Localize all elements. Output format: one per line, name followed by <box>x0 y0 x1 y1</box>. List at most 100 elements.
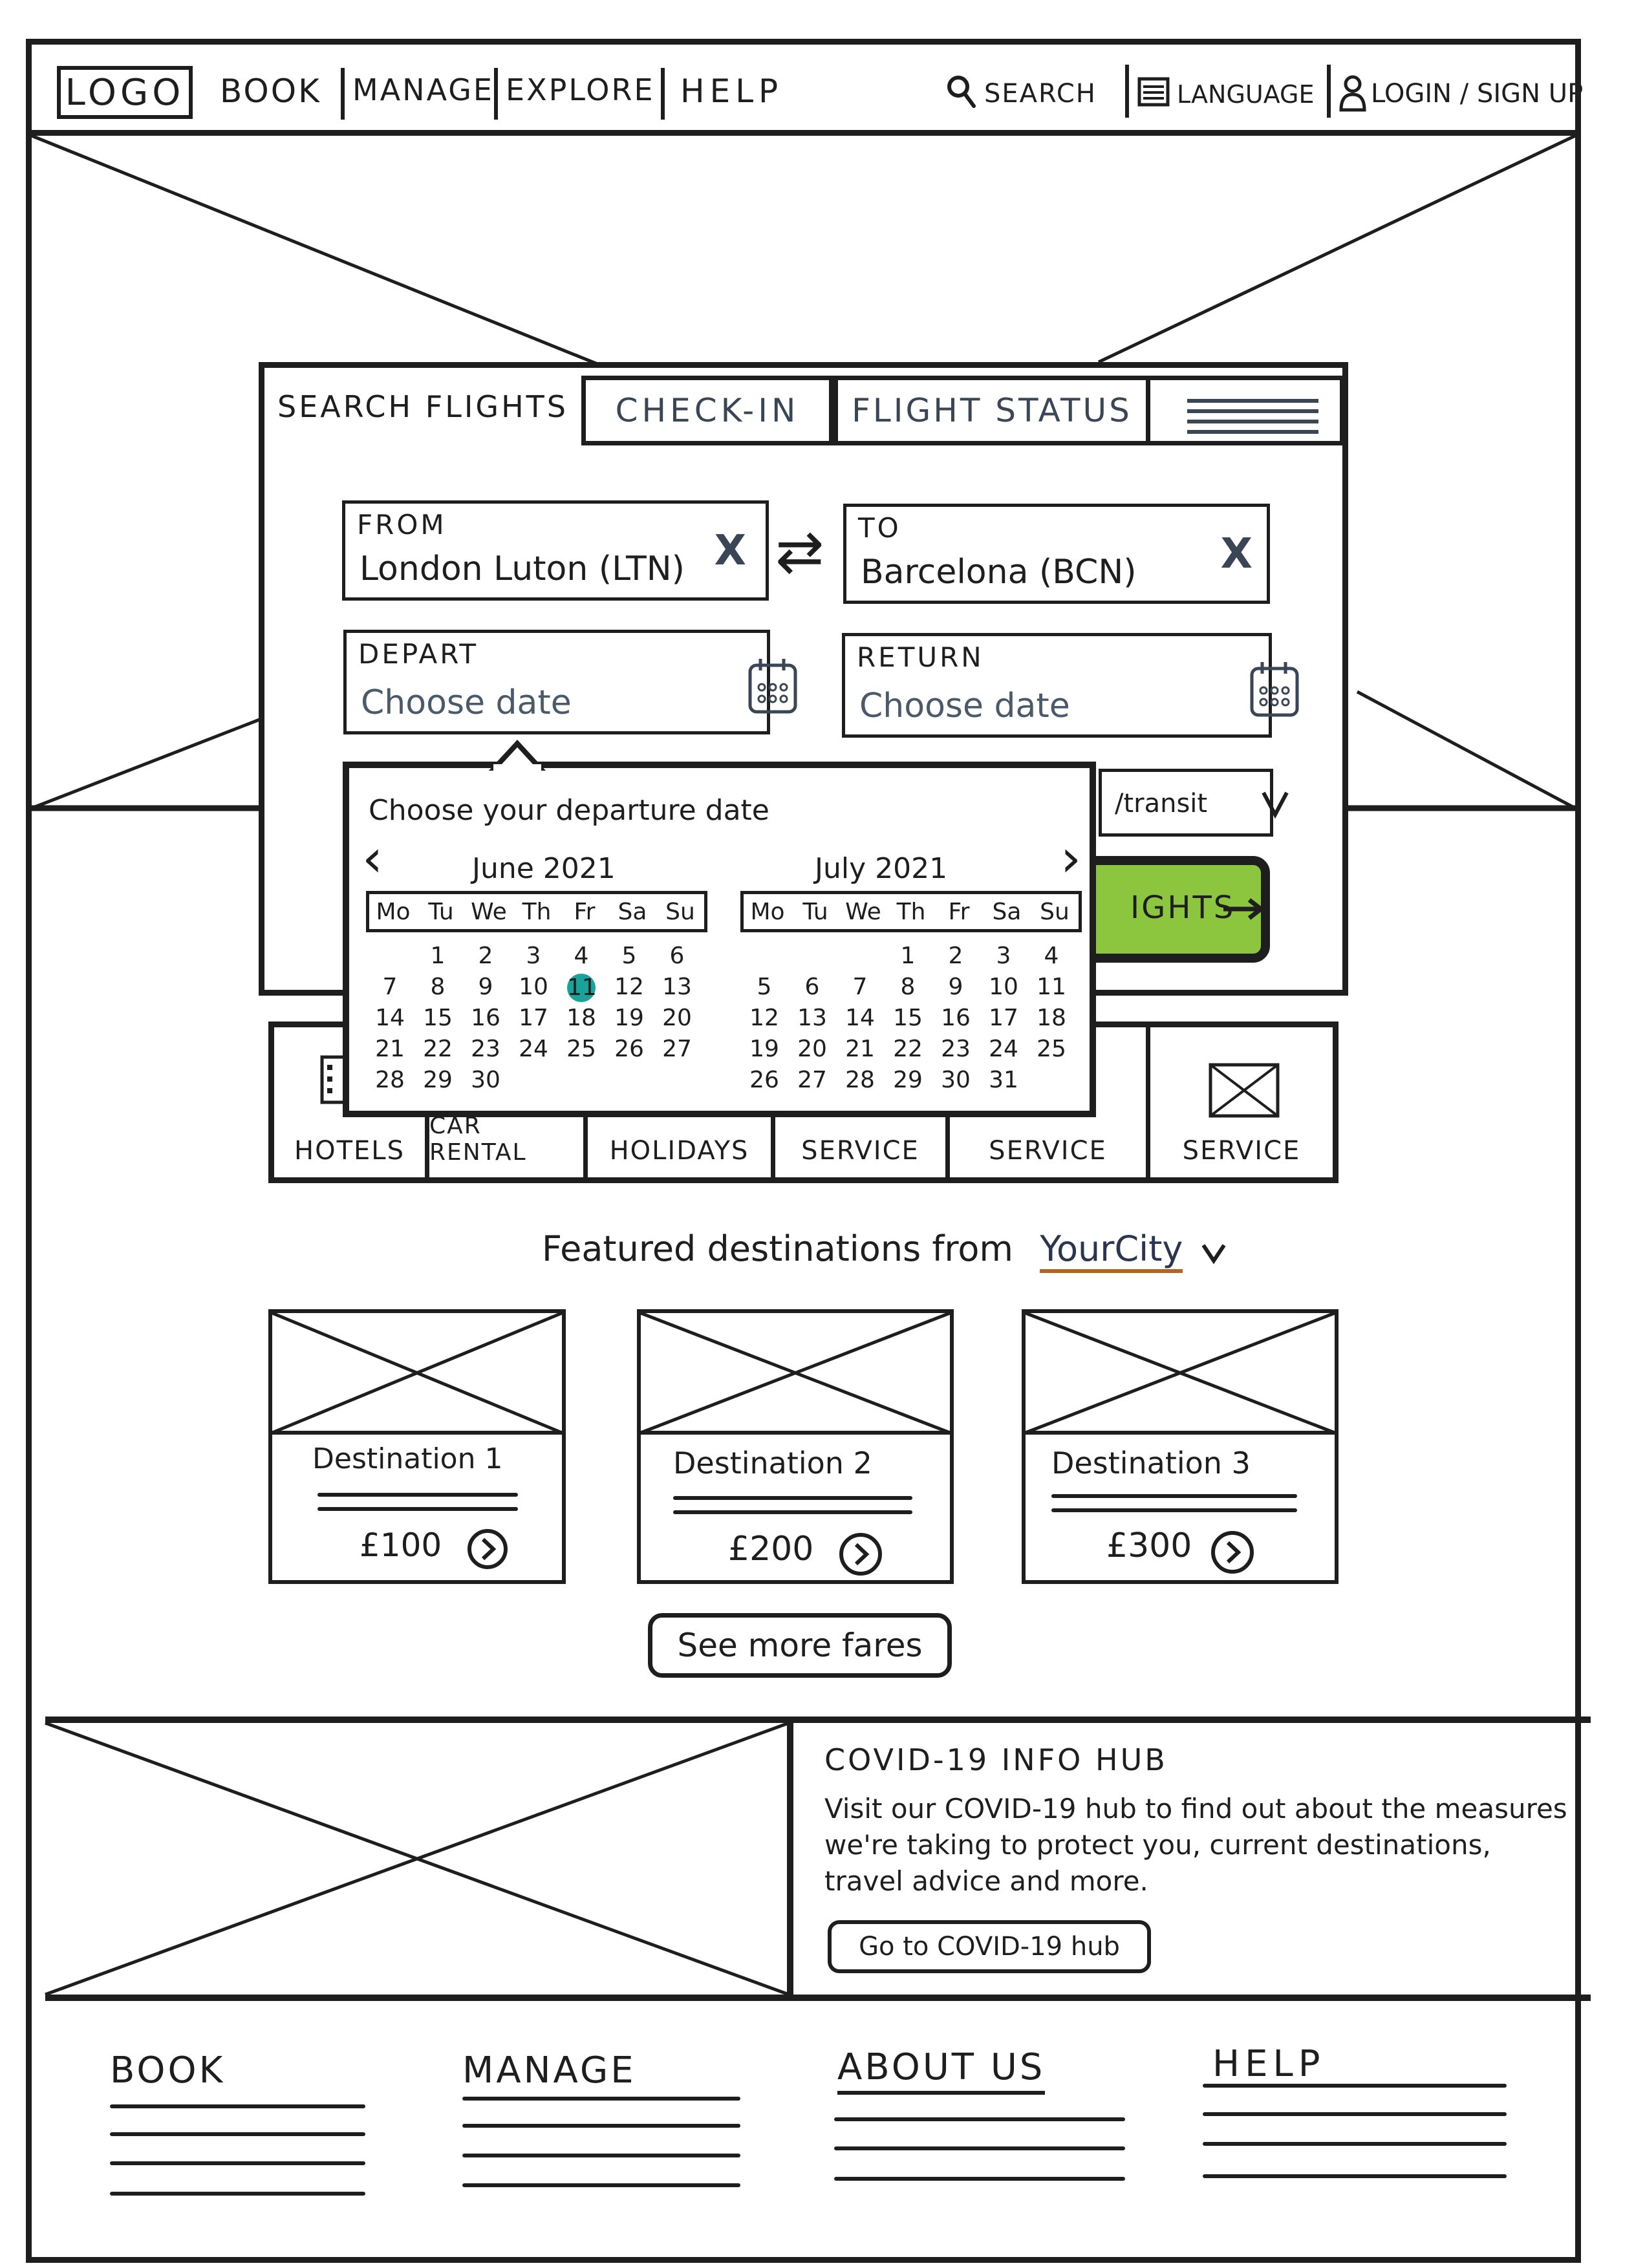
calendar-day[interactable]: 10 <box>989 974 1018 1000</box>
calendar-day[interactable]: 18 <box>566 1005 596 1031</box>
calendar-day[interactable]: 13 <box>662 974 692 1000</box>
calendar-day[interactable]: 18 <box>1037 1005 1066 1031</box>
chevron-left-icon[interactable]: ‹ <box>362 828 383 888</box>
footer-link[interactable] <box>1203 2142 1507 2146</box>
calendar-day[interactable]: 28 <box>375 1067 405 1093</box>
footer-link[interactable] <box>462 2124 740 2128</box>
calendar-day[interactable]: 19 <box>749 1036 779 1062</box>
calendar-day[interactable]: 9 <box>948 974 963 1000</box>
footer-link[interactable] <box>110 2161 365 2165</box>
calendar-day[interactable]: 1 <box>900 943 916 969</box>
calendar-day[interactable]: 12 <box>749 1005 779 1031</box>
calendar-day[interactable]: 20 <box>662 1005 692 1031</box>
calendar-day[interactable]: 14 <box>845 1005 875 1031</box>
calendar-day[interactable]: 31 <box>989 1067 1018 1093</box>
tab-search-flights[interactable]: SEARCH FLIGHTS <box>277 389 568 424</box>
calendar-day[interactable]: 14 <box>375 1005 405 1031</box>
logo[interactable]: LOGO <box>57 66 193 119</box>
calendar-day[interactable]: 6 <box>804 974 820 1000</box>
calendar-day[interactable]: 2 <box>948 943 963 969</box>
calendar-day[interactable]: 25 <box>1037 1036 1066 1062</box>
footer-link[interactable] <box>834 2177 1125 2181</box>
calendar-day[interactable]: 19 <box>614 1005 644 1031</box>
footer-link[interactable] <box>110 2104 365 2108</box>
calendar-day[interactable]: 1 <box>430 943 446 969</box>
footer-link[interactable] <box>1203 2084 1507 2088</box>
calendar-day[interactable]: 15 <box>423 1005 453 1031</box>
from-field[interactable]: FROM London Luton (LTN) X <box>342 500 769 601</box>
depart-field[interactable]: DEPART Choose date <box>343 630 797 734</box>
chevron-right-icon[interactable]: › <box>1060 828 1081 888</box>
footer-link[interactable] <box>462 2097 740 2101</box>
calendar-day[interactable]: 5 <box>757 974 772 1000</box>
calendar-day[interactable]: 23 <box>941 1036 971 1062</box>
calendar-day[interactable]: 7 <box>382 974 398 1000</box>
calendar-day[interactable]: 28 <box>845 1067 875 1093</box>
footer-link[interactable] <box>1203 2174 1507 2178</box>
footer-link[interactable] <box>834 2146 1125 2150</box>
nav-help[interactable]: HELP <box>680 72 784 110</box>
calendar-day[interactable]: 26 <box>749 1067 779 1093</box>
footer-link[interactable] <box>1203 2112 1507 2116</box>
calendar-day[interactable]: 4 <box>1044 943 1059 969</box>
calendar-day[interactable]: 8 <box>900 974 916 1000</box>
destination-card[interactable]: Destination 3 £300 <box>1022 1309 1339 1584</box>
header-search[interactable]: SEARCH <box>944 70 1122 122</box>
calendar-day[interactable]: 5 <box>621 943 637 969</box>
service-6[interactable]: SERVICE <box>1150 1027 1333 1177</box>
destination-card[interactable]: Destination 2 £200 <box>637 1309 954 1584</box>
calendar-day[interactable]: 13 <box>797 1005 827 1031</box>
calendar-day[interactable]: 22 <box>423 1036 453 1062</box>
calendar-day[interactable]: 29 <box>893 1067 923 1093</box>
calendar-day[interactable]: 2 <box>478 943 493 969</box>
chevron-down-icon[interactable] <box>1201 1231 1227 1272</box>
calendar-day[interactable]: 27 <box>797 1067 827 1093</box>
calendar-day[interactable]: 21 <box>845 1036 875 1062</box>
calendar-day[interactable]: 23 <box>471 1036 500 1062</box>
calendar-day[interactable]: 15 <box>893 1005 923 1031</box>
calendar-day[interactable]: 30 <box>941 1067 971 1093</box>
nav-manage[interactable]: MANAGE <box>352 72 494 107</box>
calendar-day[interactable]: 6 <box>669 943 685 969</box>
search-flights-button[interactable]: IGHTS <box>1076 856 1270 963</box>
calendar-day[interactable]: 24 <box>989 1036 1018 1062</box>
calendar-day[interactable]: 9 <box>478 974 493 1000</box>
clear-from-icon[interactable]: X <box>714 527 746 575</box>
calendar-day[interactable]: 12 <box>614 974 644 1000</box>
nav-book[interactable]: BOOK <box>220 72 321 110</box>
service-5[interactable]: SERVICE <box>950 1027 1150 1177</box>
calendar-day[interactable]: 26 <box>614 1036 644 1062</box>
calendar-day[interactable]: 11 <box>1037 974 1066 1000</box>
footer-link[interactable] <box>462 2183 740 2187</box>
calendar-day[interactable]: 29 <box>423 1067 453 1093</box>
calendar-day[interactable]: 4 <box>574 943 589 969</box>
calendar-day[interactable]: 10 <box>519 974 548 1000</box>
footer-link[interactable] <box>834 2117 1125 2121</box>
calendar-day[interactable]: 22 <box>893 1036 923 1062</box>
header-language[interactable]: LANGUAGE <box>1137 70 1324 122</box>
to-field[interactable]: TO Barcelona (BCN) X <box>843 504 1270 604</box>
calendar-day[interactable]: 21 <box>375 1036 405 1062</box>
destination-card[interactable]: Destination 1 £100 <box>268 1309 566 1584</box>
header-login[interactable]: LOGIN / SIGN UP <box>1339 70 1597 122</box>
swap-icon[interactable]: ⇄ <box>775 518 824 586</box>
calendar-day[interactable]: 20 <box>797 1036 827 1062</box>
calendar-day[interactable]: 27 <box>662 1036 692 1062</box>
calendar-day[interactable]: 16 <box>471 1005 500 1031</box>
calendar-day[interactable]: 7 <box>852 974 868 1000</box>
see-more-fares-button[interactable]: See more fares <box>648 1613 952 1678</box>
footer-link[interactable] <box>110 2192 365 2196</box>
tab-check-in[interactable]: CHECK-IN <box>581 376 833 445</box>
clear-to-icon[interactable]: X <box>1220 530 1253 578</box>
city-selector[interactable]: YourCity <box>1040 1228 1183 1273</box>
calendar-day[interactable]: 8 <box>430 974 446 1000</box>
calendar-day[interactable]: 24 <box>519 1036 548 1062</box>
footer-link[interactable] <box>110 2132 365 2136</box>
return-field[interactable]: RETURN Choose date <box>842 633 1299 738</box>
calendar-day[interactable]: 17 <box>989 1005 1018 1031</box>
tab-more[interactable] <box>1150 376 1344 445</box>
calendar-day[interactable]: 30 <box>471 1067 500 1093</box>
transit-select[interactable]: /transit <box>1099 769 1289 837</box>
calendar-day[interactable]: 17 <box>519 1005 548 1031</box>
calendar-day[interactable]: 3 <box>526 943 541 969</box>
